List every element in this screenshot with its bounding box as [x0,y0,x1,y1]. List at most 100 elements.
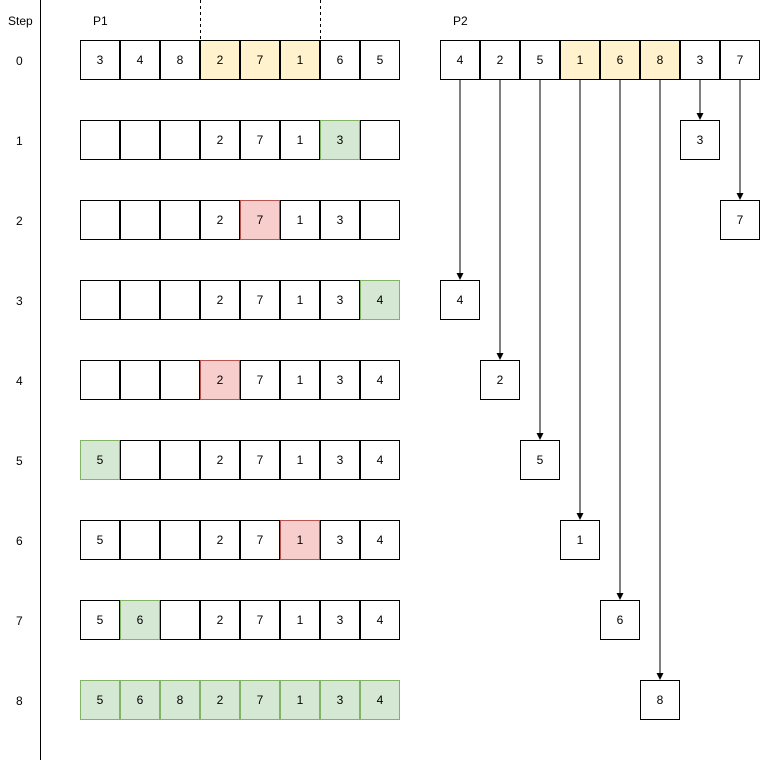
p2-moved-cell: 4 [440,280,480,320]
arrowhead-icon [496,353,504,360]
p1-cell: 1 [280,40,320,80]
step-label: 0 [16,54,23,68]
p2-header: P2 [453,14,468,28]
p2-cell: 5 [520,40,560,80]
p1-cell: 3 [320,600,360,640]
p1-header: P1 [93,14,108,28]
p1-cell: 4 [360,680,400,720]
p1-cell: 1 [280,200,320,240]
p1-cell: 7 [240,600,280,640]
p1-cell: 1 [280,120,320,160]
p1-cell: 5 [80,600,120,640]
p1-cell: 2 [200,520,240,560]
p1-cell: 3 [320,680,360,720]
p1-cell [80,360,120,400]
step-label: 4 [16,374,23,388]
arrowhead-icon [536,433,544,440]
p1-cell: 3 [320,280,360,320]
p1-cell: 3 [320,200,360,240]
p2-moved-cell: 8 [640,680,680,720]
p1-cell: 3 [80,40,120,80]
p2-cell: 3 [680,40,720,80]
p1-cell [160,520,200,560]
p1-cell: 8 [160,40,200,80]
p1-cell: 6 [120,600,160,640]
p1-cell: 1 [280,600,320,640]
p1-cell [160,440,200,480]
p1-cell: 1 [280,520,320,560]
p1-cell [360,200,400,240]
p1-cell [80,280,120,320]
p1-cell [120,200,160,240]
p1-cell: 5 [360,40,400,80]
p1-cell: 4 [360,440,400,480]
p1-cell: 4 [360,600,400,640]
p1-cell: 2 [200,280,240,320]
p2-moved-cell: 6 [600,600,640,640]
p1-cell [360,120,400,160]
p1-cell [120,120,160,160]
p1-cell: 2 [200,40,240,80]
p1-cell [80,120,120,160]
p1-cell [160,280,200,320]
p2-cell: 7 [720,40,760,80]
p1-cell [120,280,160,320]
p1-cell: 1 [280,360,320,400]
p1-cell: 2 [200,120,240,160]
step-label: 6 [16,534,23,548]
p2-cell: 2 [480,40,520,80]
p1-cell: 7 [240,520,280,560]
p1-cell [160,200,200,240]
p2-moved-cell: 2 [480,360,520,400]
p1-cell: 7 [240,280,280,320]
p1-cell: 2 [200,600,240,640]
p1-cell: 4 [120,40,160,80]
p1-cell: 7 [240,120,280,160]
arrowhead-icon [616,593,624,600]
p1-cell: 4 [360,280,400,320]
p1-cell: 6 [120,680,160,720]
p1-cell: 7 [240,680,280,720]
step-label: 5 [16,454,23,468]
p2-cell: 8 [640,40,680,80]
p1-cell [120,520,160,560]
arrowhead-icon [696,113,704,120]
p1-cell: 3 [320,440,360,480]
step-header: Step [8,14,33,28]
p1-cell: 7 [240,360,280,400]
p1-cell: 5 [80,680,120,720]
step-label: 1 [16,134,23,148]
arrowhead-icon [656,673,664,680]
step-label: 2 [16,214,23,228]
p1-cell: 3 [320,520,360,560]
p2-cell: 6 [600,40,640,80]
p1-cell: 2 [200,200,240,240]
arrowhead-icon [736,193,744,200]
p1-cell: 4 [360,520,400,560]
step-label: 8 [16,694,23,708]
step-label: 3 [16,294,23,308]
p1-cell: 4 [360,360,400,400]
p2-moved-cell: 5 [520,440,560,480]
p1-cell: 3 [320,360,360,400]
p1-cell [160,600,200,640]
p2-moved-cell: 7 [720,200,760,240]
p1-cell: 2 [200,440,240,480]
p1-cell: 1 [280,440,320,480]
p1-cell [80,200,120,240]
p1-cell [160,120,200,160]
p1-cell: 2 [200,360,240,400]
arrowhead-icon [576,513,584,520]
arrowhead-icon [456,273,464,280]
p1-cell: 5 [80,520,120,560]
p1-cell: 7 [240,440,280,480]
p1-cell: 6 [320,40,360,80]
p2-moved-cell: 1 [560,520,600,560]
p1-cell: 1 [280,680,320,720]
p2-moved-cell: 3 [680,120,720,160]
p1-cell: 7 [240,200,280,240]
p1-cell: 1 [280,280,320,320]
p1-cell [120,360,160,400]
